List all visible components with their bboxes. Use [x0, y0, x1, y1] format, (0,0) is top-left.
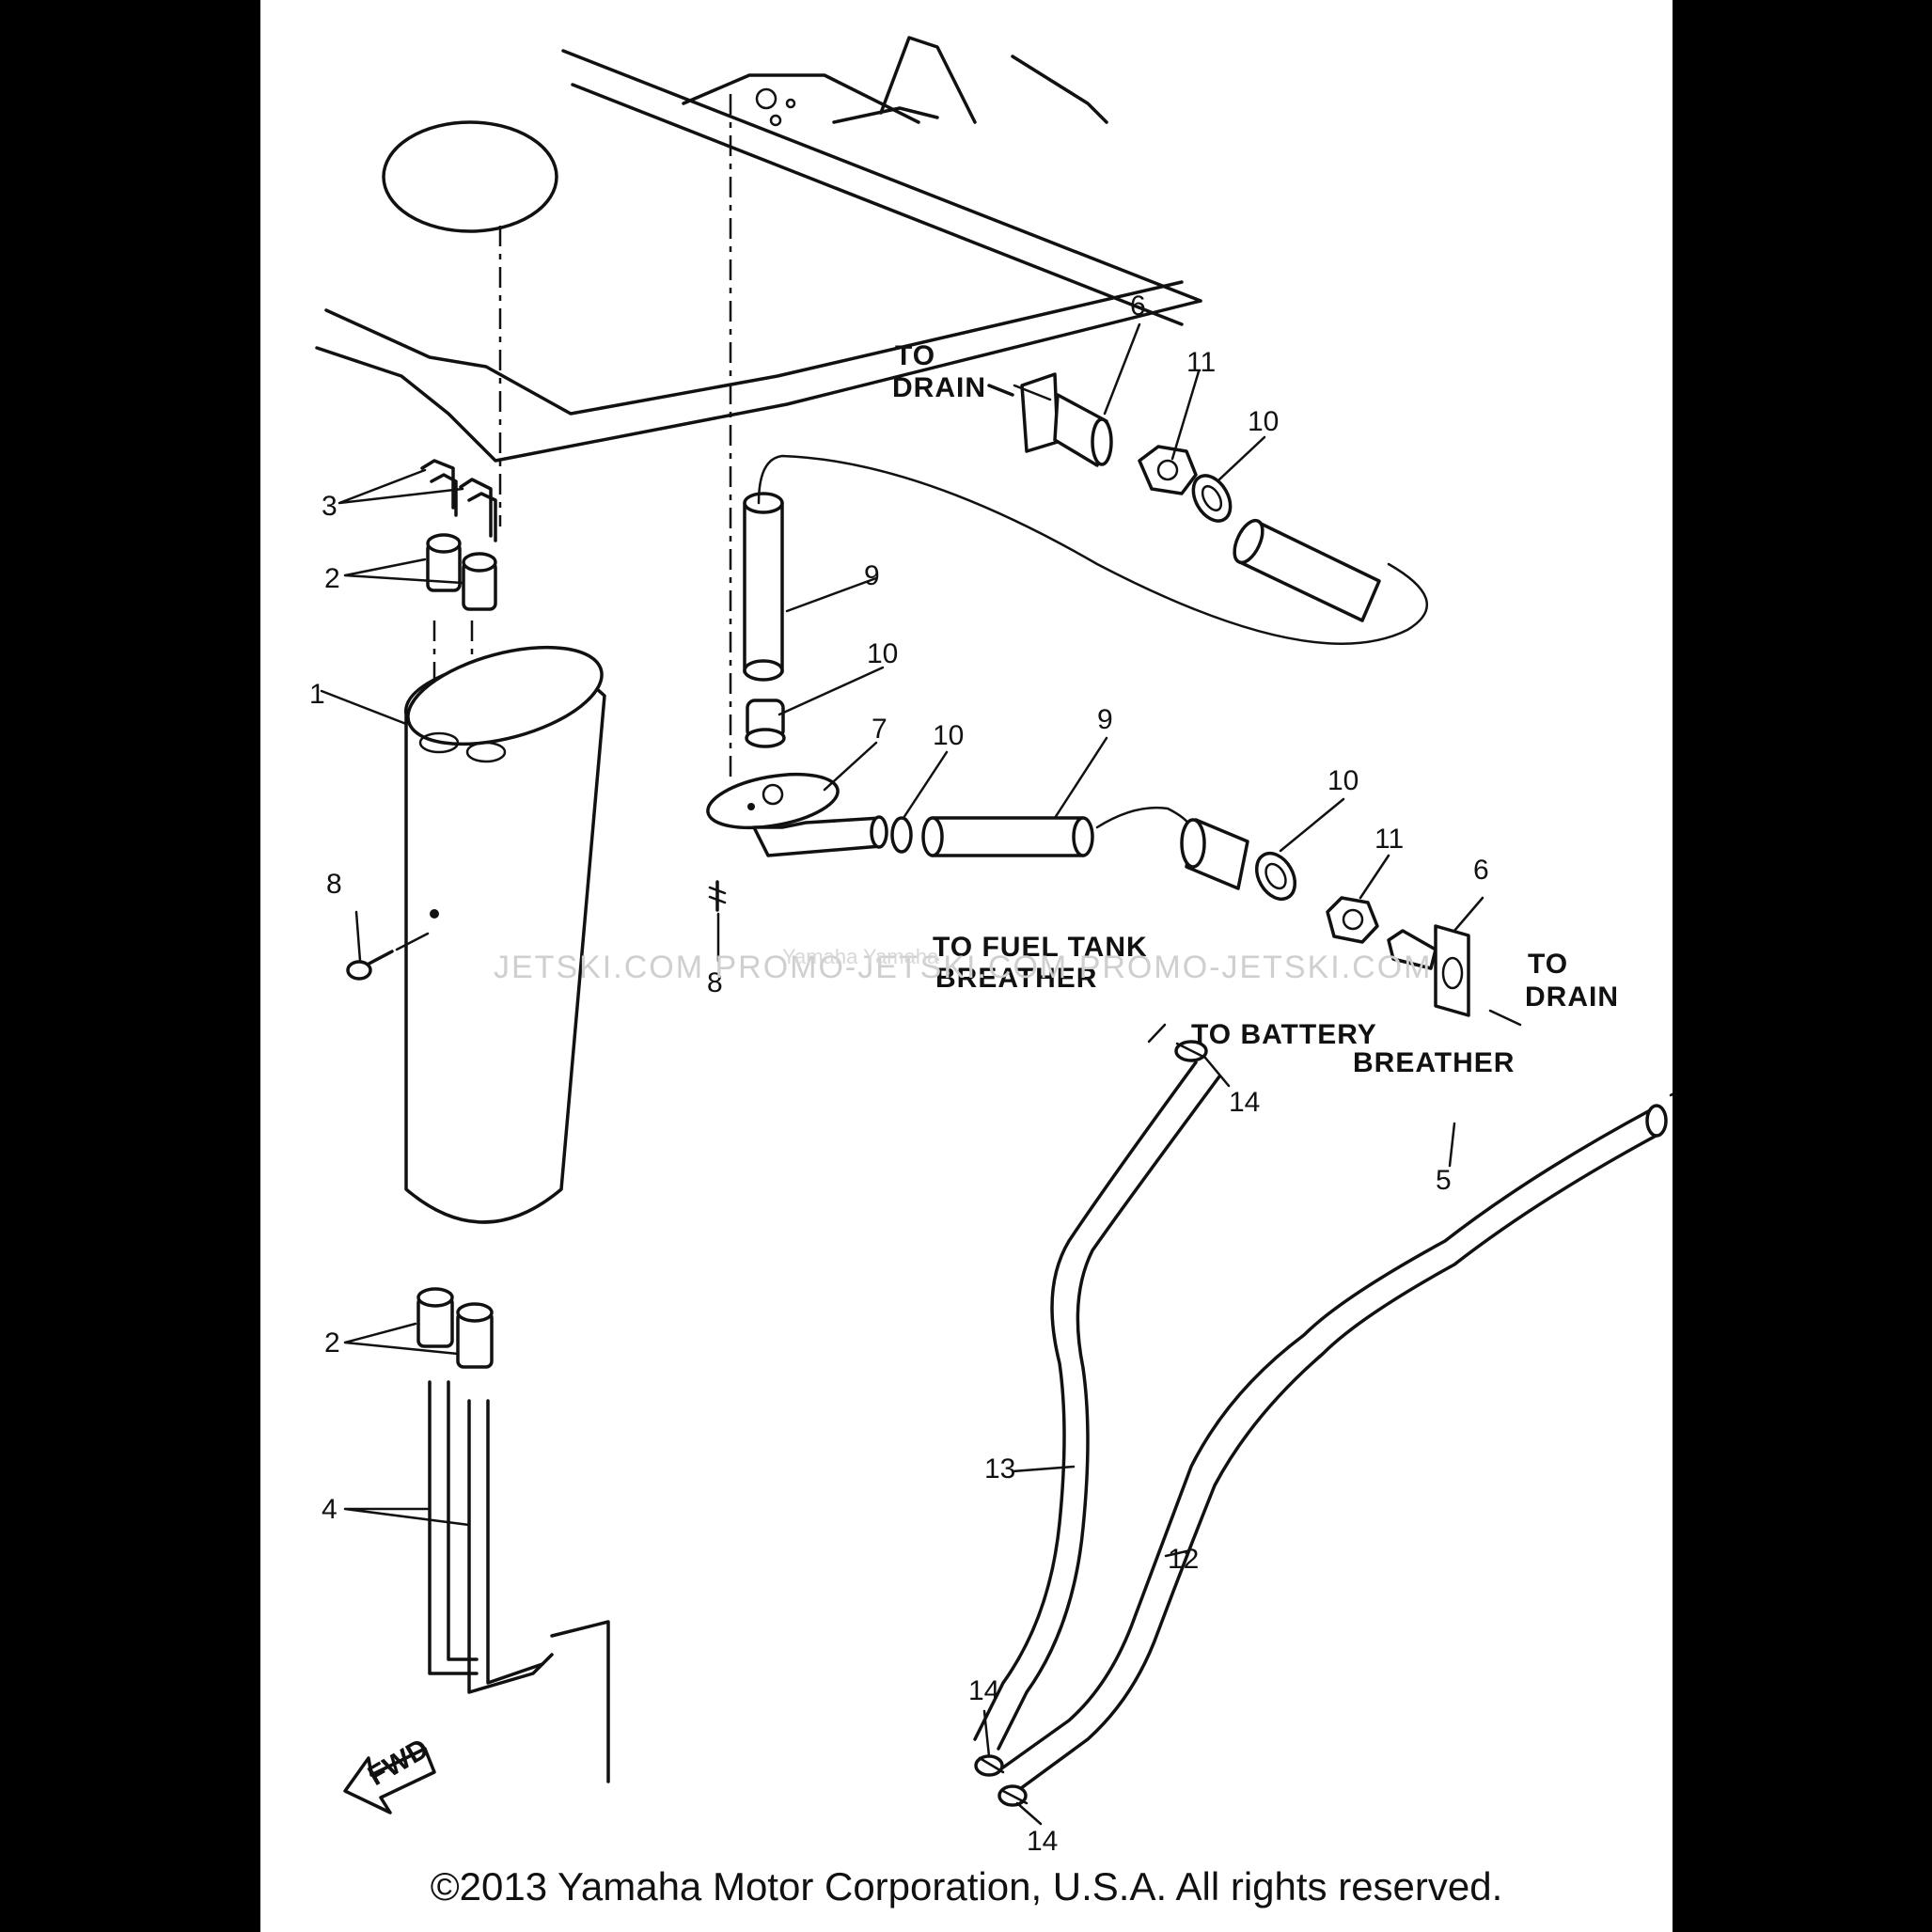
- note-battery-2: BREATHER: [1353, 1047, 1515, 1078]
- callout-11-top: 11: [1186, 347, 1216, 378]
- callout-10-mid: 10: [933, 720, 964, 751]
- hose-13-b: [997, 1075, 1221, 1751]
- nut-11-right: [1326, 896, 1379, 944]
- hose-short-right: [1180, 818, 1249, 890]
- callout-6-right: 6: [1473, 855, 1489, 886]
- callout-12: 12: [1168, 1544, 1199, 1575]
- grommets-2-bottom: [416, 1287, 494, 1369]
- screw-8-center: [708, 880, 727, 912]
- clamp-10-top: [1191, 474, 1233, 523]
- note-battery-1: TO BATTERY: [1191, 1019, 1377, 1050]
- clamp-10-right: [1254, 852, 1297, 901]
- hose-13-a: [973, 1060, 1198, 1741]
- hose-top-right: [1233, 518, 1381, 622]
- callout-7: 7: [872, 714, 887, 745]
- callout-8-left: 8: [326, 869, 342, 900]
- callout-14-bottom-left: 14: [968, 1675, 999, 1706]
- grommets-2-top: [426, 533, 497, 611]
- hose-route-top: [757, 454, 1428, 645]
- elbow-pipes-3: [420, 459, 497, 542]
- note-to-drain-top-1: TO: [895, 340, 935, 371]
- hose-12-b: [1015, 1131, 1663, 1793]
- note-to-drain-right-2: DRAIN: [1525, 982, 1619, 1013]
- diagram-sheet: FWD: [260, 0, 1673, 1932]
- pipes-4: [428, 1380, 610, 1783]
- copyright-notice: ©2013 Yamaha Motor Corporation, U.S.A. A…: [430, 1864, 1503, 1908]
- clamp-10-mid: [890, 816, 913, 854]
- hose-9-horizontal: [921, 816, 1094, 857]
- callout-8-center: 8: [707, 967, 723, 998]
- callout-9-horizontal: 9: [1097, 704, 1113, 735]
- fitting-6-top: [1020, 372, 1113, 467]
- callout-2-bottom: 2: [324, 1327, 340, 1359]
- drain-plate-7: [706, 772, 888, 857]
- callout-1: 1: [309, 679, 325, 710]
- hose-9-vertical: [743, 492, 784, 682]
- callout-11-right: 11: [1374, 824, 1404, 855]
- note-fuel-tank-1: TO FUEL TANK: [933, 932, 1148, 963]
- screw-8-left: [346, 932, 430, 981]
- parts-diagram: FWD: [309, 36, 1673, 1857]
- callout-6-top: 6: [1130, 291, 1146, 322]
- callout-4: 4: [322, 1494, 338, 1525]
- note-fuel-tank-2: BREATHER: [935, 963, 1097, 994]
- callout-5: 5: [1436, 1165, 1452, 1196]
- nut-11-top: [1138, 445, 1198, 495]
- callout-10-right: 10: [1327, 765, 1359, 796]
- watermark-main: JETSKI.COM PROMO-JETSKI.COM PROMO-JETSKI…: [494, 950, 1432, 985]
- callout-14-top: 14: [1229, 1087, 1260, 1118]
- hose-12-end: [1645, 1104, 1668, 1138]
- watermark-small: Yamaha Yamaha: [782, 945, 939, 968]
- clip-14-top: [1174, 1040, 1208, 1062]
- callout-2-top: 2: [324, 563, 340, 594]
- hull-deck: [315, 36, 1202, 463]
- callout-10-top: 10: [1248, 406, 1279, 437]
- clamp-10-vertical: [745, 699, 786, 748]
- hose-12-a: [1001, 1107, 1654, 1769]
- callout-10-vertical: 10: [867, 638, 898, 669]
- note-to-drain-top-2: DRAIN: [892, 372, 986, 403]
- clips-14-bottom: [974, 1754, 1029, 1807]
- callout-14-bottom-right: 14: [1027, 1826, 1058, 1857]
- note-to-drain-right-1: TO: [1528, 949, 1568, 980]
- callout-3: 3: [322, 491, 338, 522]
- hose-route-mid: [1095, 807, 1193, 829]
- fwd-arrow: FWD: [343, 1733, 436, 1814]
- callout-9-vertical: 9: [864, 560, 880, 591]
- canister-1: [404, 645, 606, 1224]
- leader-lines: [320, 322, 1673, 1826]
- fitting-6-right: [1387, 924, 1470, 1017]
- callout-13: 13: [984, 1453, 1015, 1484]
